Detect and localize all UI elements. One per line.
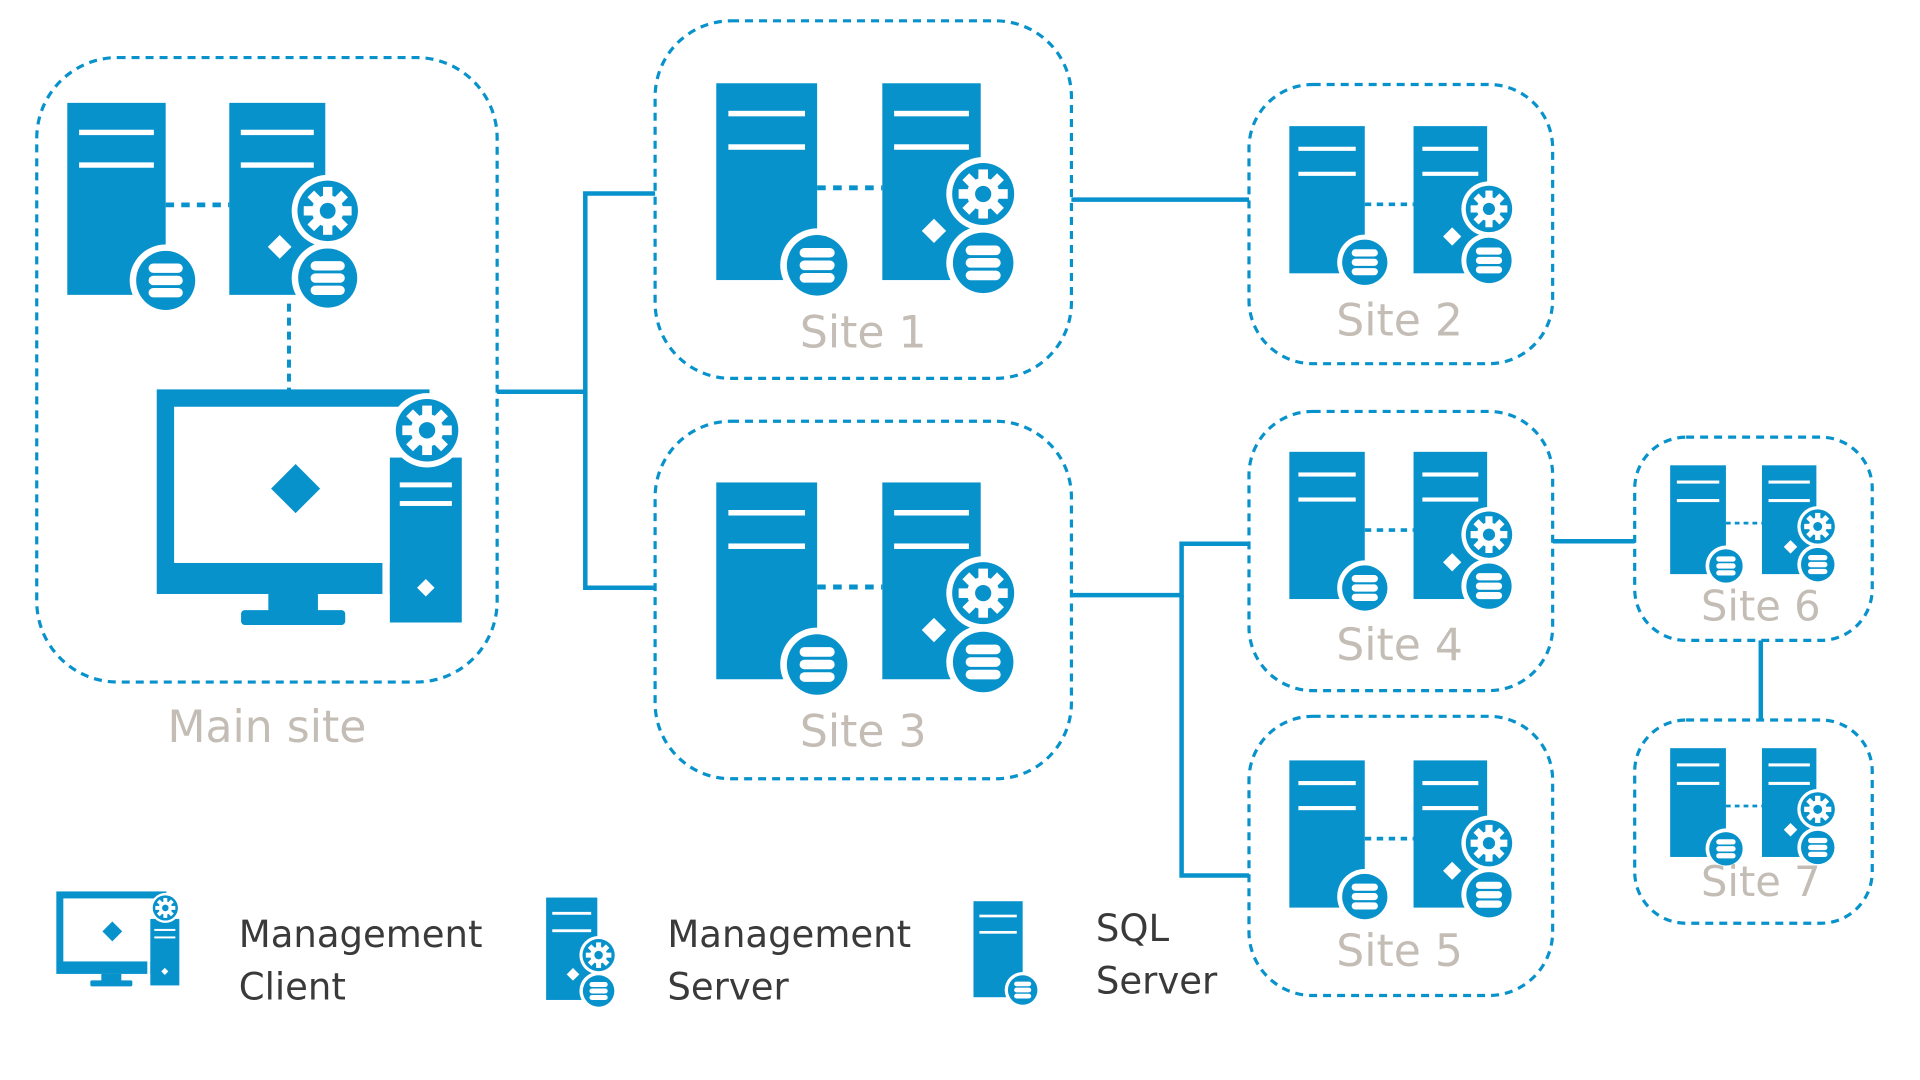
site-label-s7: Site 7 (1701, 857, 1821, 906)
site-box-main (35, 55, 499, 684)
site-3-server-pair (716, 482, 1021, 702)
site-label-s5: Site 5 (1336, 926, 1463, 977)
management-server (882, 482, 1021, 699)
sql-server (1670, 748, 1747, 870)
gear-icon (291, 174, 364, 247)
database-icon (780, 627, 855, 702)
site-box-s4 (1247, 409, 1555, 693)
site-7-server-pair (1670, 748, 1839, 870)
management-server (882, 83, 1021, 300)
gear-icon (150, 892, 181, 923)
legend-management-server-icon (546, 897, 618, 1011)
site-label-s4: Site 4 (1336, 620, 1463, 671)
site-box-s2 (1247, 82, 1555, 366)
site-labels: Main site Site 1 Site 2 Site 3 Site 4 Site 5 S… (168, 295, 1821, 977)
site-4-server-pair (1289, 451, 1517, 616)
gear-icon (946, 157, 1021, 231)
database-icon (1797, 827, 1839, 868)
site-box-s3 (653, 419, 1074, 781)
site-5-server-pair (1289, 760, 1517, 925)
connector-line (1071, 541, 1249, 598)
management-server (1413, 126, 1517, 289)
sql-server (67, 102, 202, 317)
database-icon (946, 625, 1021, 699)
diamond-icon (161, 967, 169, 975)
diamond-icon (417, 579, 435, 597)
site-box-s5 (1247, 714, 1555, 998)
site-connectors (286, 191, 1764, 878)
gear-icon (389, 393, 465, 468)
site-label-s6: Site 6 (1701, 582, 1821, 631)
database-icon (1337, 234, 1393, 290)
main-site-server-pair (67, 102, 364, 317)
database-icon (291, 242, 364, 315)
sql-server (1289, 451, 1393, 616)
database-icon (129, 244, 202, 317)
gear-icon (1461, 815, 1517, 871)
sql-server (1289, 126, 1393, 290)
legend-sql-line2: Server (1096, 960, 1218, 1003)
management-server (1761, 465, 1839, 585)
database-icon (780, 228, 855, 303)
legend-sql-server-icon (973, 901, 1041, 1009)
gear-icon (579, 935, 618, 975)
management-server-icon (546, 897, 618, 1011)
gear-icon (1461, 181, 1517, 237)
database-icon (946, 225, 1021, 300)
database-icon (1337, 560, 1393, 616)
site-1-server-pair (716, 83, 1021, 303)
site-label-s3: Site 3 (800, 707, 927, 758)
database-icon (579, 971, 618, 1011)
site-label-main: Main site (168, 702, 367, 753)
legend-sql-line1: SQL (1096, 907, 1170, 950)
management-server (229, 102, 364, 315)
legend-server-line2: Server (667, 966, 789, 1009)
database-icon (1461, 558, 1517, 614)
database-icon (1461, 232, 1517, 289)
database-icon (1337, 868, 1393, 925)
management-server (1413, 451, 1517, 614)
server-icons (67, 83, 1839, 925)
connector-line (497, 191, 656, 395)
site-label-s2: Site 2 (1336, 295, 1463, 346)
legend-server-line1: Management (667, 913, 911, 956)
gear-icon (1461, 507, 1517, 563)
site-2-server-pair (1289, 126, 1517, 290)
sql-server-icon (973, 901, 1041, 1009)
gear-icon (1797, 506, 1839, 547)
sql-server (1289, 760, 1393, 925)
gear-icon (1797, 788, 1839, 830)
connector-line (583, 391, 656, 591)
legend-management-client-icon (56, 891, 181, 987)
gear-icon (946, 556, 1021, 631)
database-icon (1705, 545, 1747, 587)
management-server (1413, 760, 1517, 923)
connector-line (1179, 595, 1249, 878)
database-icon (1004, 972, 1041, 1009)
database-icon (1705, 828, 1747, 870)
legend-client-line2: Client (239, 966, 346, 1009)
sql-server (716, 482, 855, 702)
database-icon (1797, 544, 1839, 585)
management-server (1761, 748, 1839, 868)
legend-client-line1: Management (239, 913, 483, 956)
site-box-s7 (1633, 718, 1874, 925)
main-site-management-client (156, 389, 465, 625)
database-icon (1461, 867, 1517, 923)
sql-server (716, 83, 855, 303)
site-box-s1 (653, 19, 1074, 380)
site-label-s1: Site 1 (800, 308, 927, 359)
site-box-s6 (1633, 435, 1874, 643)
site-boxes (35, 19, 1874, 998)
sql-server (1670, 465, 1747, 587)
site-6-server-pair (1670, 465, 1839, 587)
